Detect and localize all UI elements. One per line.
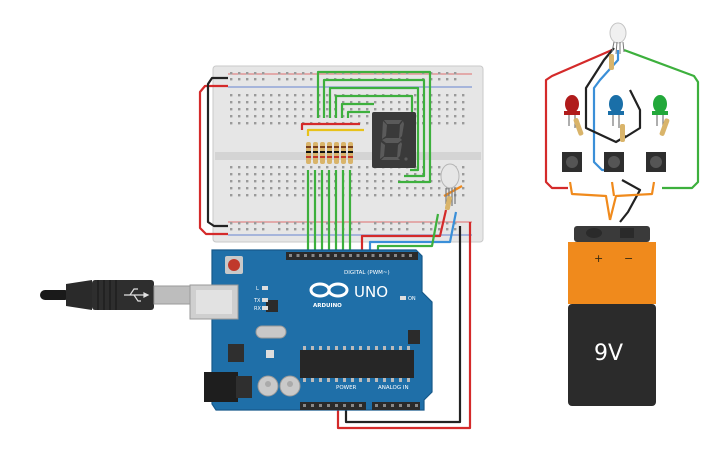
segment-digit-8 [380, 120, 404, 160]
on-label: ON [408, 296, 416, 302]
wire-green-loop-1 [316, 70, 432, 184]
l-label: L [256, 286, 259, 292]
wire-blue-right [592, 50, 620, 172]
power-label: POWER [336, 385, 357, 391]
led-blue[interactable] [608, 95, 624, 128]
tx-label: TX [253, 298, 261, 304]
wire-red-rgb [360, 209, 448, 252]
wire-green-right [623, 48, 700, 190]
battery-plus: + [594, 252, 603, 265]
wire-red-5v [336, 222, 472, 430]
wire-orange-right-3 [610, 181, 616, 197]
arduino-uno-board[interactable]: UNO ARDUINO DIGITAL (PWM~) POWER ANALOG … [189, 249, 433, 411]
wire-red-right [544, 48, 613, 190]
wire-black-right-3 [619, 179, 642, 223]
wire-green-loop-3 [328, 86, 420, 172]
digital-label: DIGITAL (PWM~) [344, 270, 390, 276]
push-buttons [562, 152, 666, 172]
battery-9v[interactable]: + − 9V [568, 226, 656, 406]
usb-cable[interactable] [40, 280, 191, 310]
arduino-logo-icon [309, 282, 349, 298]
resistor-array[interactable] [306, 142, 353, 164]
analog-label: ANALOG IN [378, 385, 409, 391]
wire-red-short [300, 122, 360, 130]
wire-green-loop-5 [340, 102, 374, 118]
wire-orange-right-2 [608, 181, 656, 221]
board-label: UNO [354, 283, 388, 301]
rgb-led-top[interactable] [609, 22, 627, 70]
wire-black-right-1 [584, 47, 627, 144]
wire-green-rgb [376, 213, 440, 252]
rgb-led-breadboard[interactable] [440, 163, 460, 211]
battery-minus: − [624, 252, 633, 265]
wire-green-loop-6 [346, 110, 370, 118]
wire-black-right-2 [623, 89, 642, 139]
push-button-blue-circuit[interactable] [604, 152, 624, 172]
wire-green-loop-2 [322, 78, 426, 178]
seven-segment-display[interactable]: 8 [0, 0, 416, 168]
wire-yellow-short [306, 128, 364, 136]
wires [198, 47, 700, 430]
rx-label: RX [254, 306, 261, 312]
led-resistors [573, 118, 670, 142]
wire-black-ground-left [206, 76, 228, 228]
brand-label: ARDUINO [313, 303, 342, 309]
usb-icon [124, 288, 150, 302]
battery-voltage-label: 9V [594, 341, 623, 366]
push-button-green-circuit[interactable] [646, 152, 666, 172]
wire-orange-right [568, 181, 612, 221]
wire-orange-rgb [443, 185, 463, 197]
push-button-red-circuit[interactable] [562, 152, 582, 172]
wire-blue-rgb [368, 211, 458, 252]
leds-group [564, 95, 668, 128]
